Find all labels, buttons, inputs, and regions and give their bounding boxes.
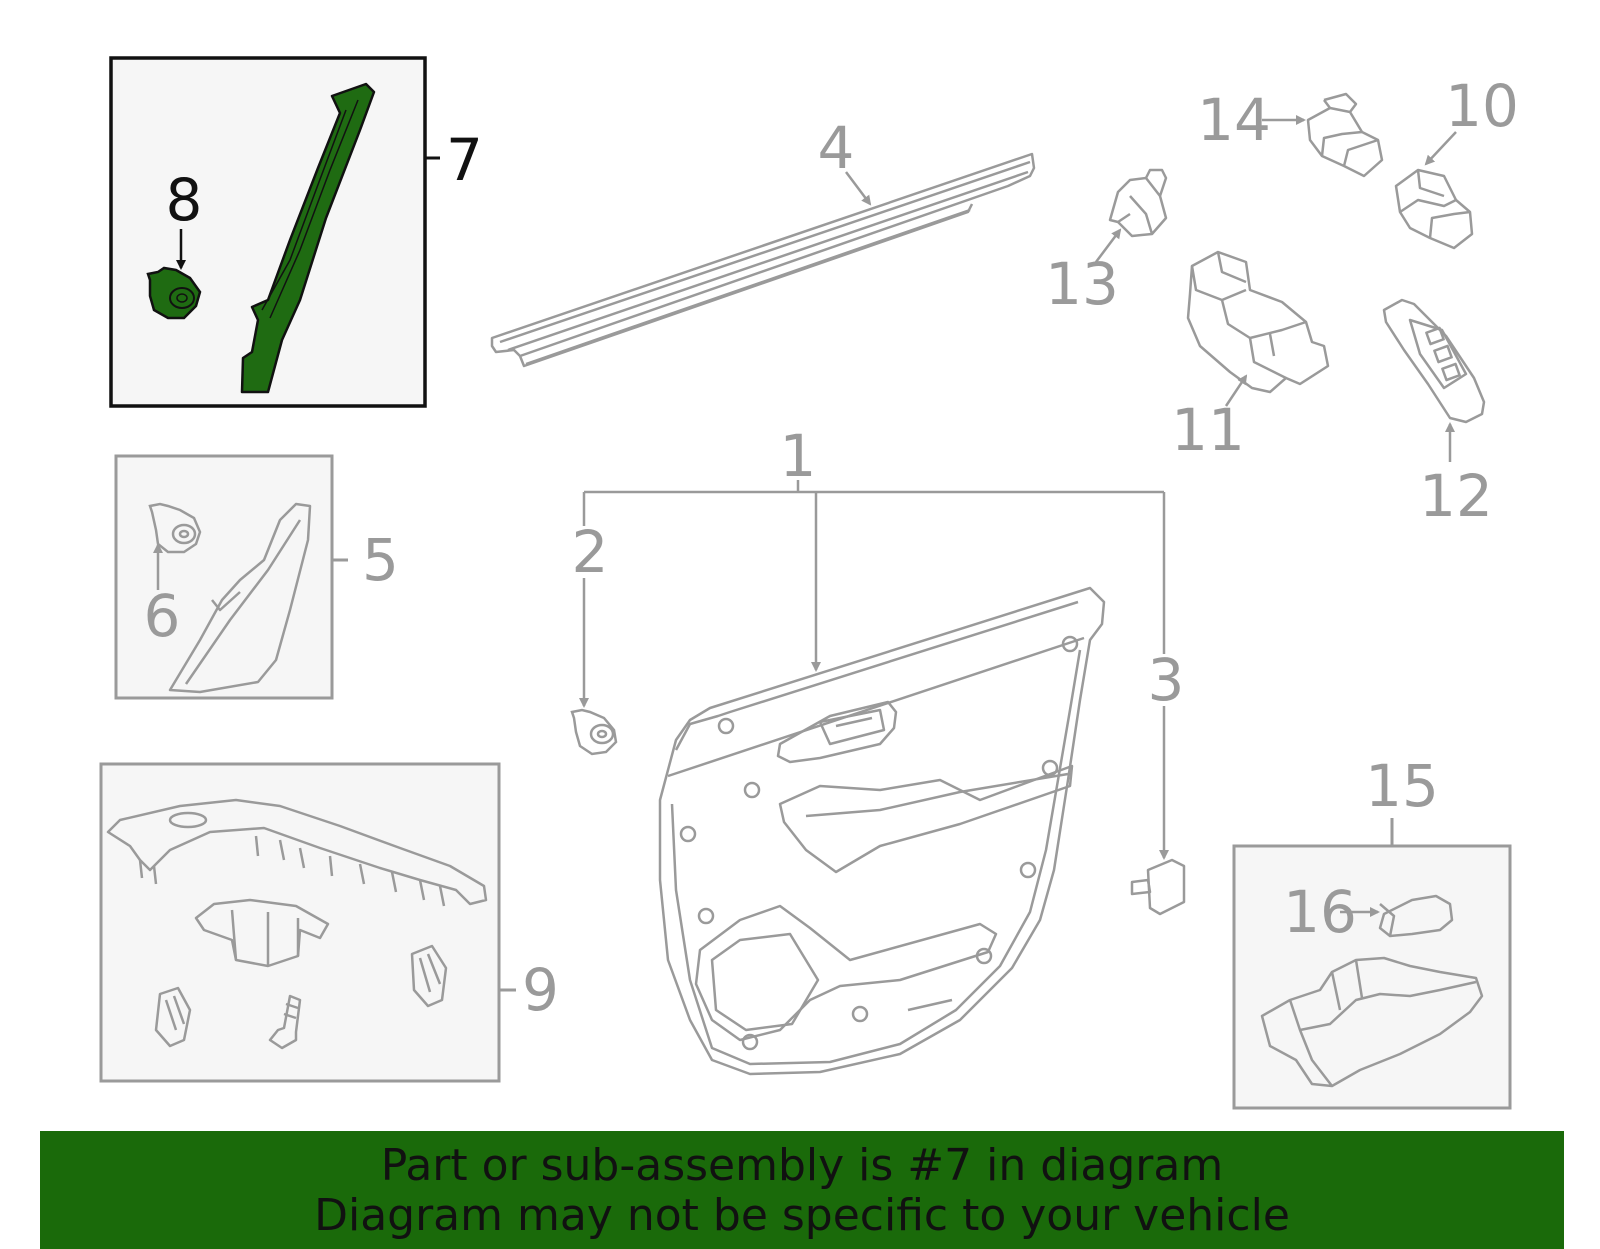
trim-part-5 <box>168 502 312 694</box>
switch-part-11 <box>1186 250 1330 394</box>
pillar-trim-part-7[interactable] <box>240 82 376 394</box>
banner-line-part-number: Part or sub-assembly is #7 in diagram <box>380 1140 1224 1191</box>
callout-4: 4 <box>818 114 855 182</box>
group-5-box <box>114 454 348 700</box>
weatherstrip-part-4 <box>490 152 1036 368</box>
callout-3: 3 <box>1148 646 1185 714</box>
leader-10 <box>1424 131 1457 166</box>
banner-line-disclaimer: Diagram may not be specific to your vehi… <box>314 1190 1290 1241</box>
callout-2: 2 <box>572 518 609 586</box>
clips-part-9 <box>154 944 448 1050</box>
leader-bracket-1 <box>582 480 1166 654</box>
callout-13: 13 <box>1045 250 1119 318</box>
cap-part-3 <box>1130 858 1186 916</box>
info-banner: Part or sub-assembly is #7 in diagram Di… <box>40 1131 1564 1249</box>
callout-15: 15 <box>1365 752 1439 820</box>
callout-10: 10 <box>1445 72 1519 140</box>
callout-6: 6 <box>144 582 181 650</box>
armrest-base-part-9 <box>106 798 488 968</box>
callout-12: 12 <box>1419 462 1493 530</box>
callout-7: 7 <box>446 126 483 194</box>
clip-part-8[interactable] <box>146 266 202 320</box>
bulb-part-16 <box>1378 894 1454 938</box>
leader-11 <box>1224 374 1248 407</box>
callout-5: 5 <box>362 526 399 594</box>
clip-part-2 <box>570 708 618 756</box>
leader-4 <box>845 171 872 206</box>
callout-16: 16 <box>1283 878 1357 946</box>
callout-11: 11 <box>1171 396 1245 464</box>
switch-panel-part-12 <box>1382 298 1486 424</box>
callout-14: 14 <box>1197 86 1271 154</box>
lamp-housing-part-15 <box>1260 956 1484 1088</box>
switch-part-10 <box>1394 168 1474 250</box>
callout-9: 9 <box>522 956 559 1024</box>
leader-13 <box>1095 228 1122 263</box>
group-9-box <box>99 762 516 1083</box>
switch-part-14 <box>1306 92 1384 178</box>
switch-part-13 <box>1108 168 1168 238</box>
callout-8: 8 <box>166 166 203 234</box>
callout-1: 1 <box>780 422 817 490</box>
door-panel-part-1 <box>658 586 1106 1076</box>
